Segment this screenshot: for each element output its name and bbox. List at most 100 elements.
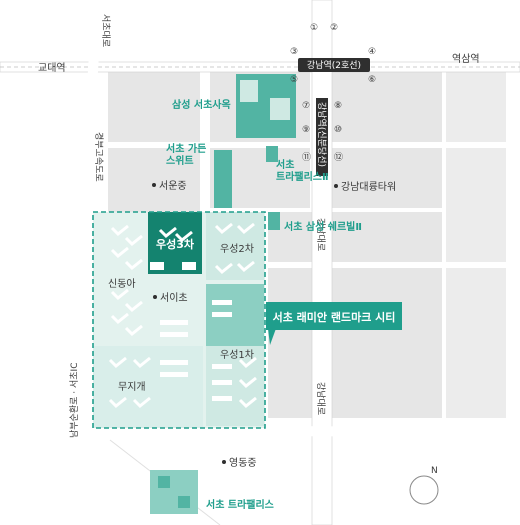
block-e4 bbox=[268, 268, 312, 418]
exit-label: ① bbox=[310, 23, 318, 33]
seoi-elementary-dot bbox=[153, 295, 157, 299]
building-mark bbox=[238, 376, 257, 389]
building-mark bbox=[236, 260, 255, 273]
building-bar bbox=[212, 364, 232, 369]
building-mark bbox=[110, 246, 129, 259]
label-seoun-middle: 서운중 bbox=[159, 180, 187, 192]
woosung2-block bbox=[206, 212, 264, 280]
building-bar bbox=[160, 332, 188, 337]
label-gyodae-station: 교대역 bbox=[38, 62, 66, 74]
compass-label: N bbox=[431, 466, 438, 476]
building-mark bbox=[110, 224, 129, 237]
trapalace-tower-a bbox=[158, 476, 170, 488]
building-mark bbox=[124, 324, 143, 337]
label-cherevill: 서초 삼성 쉐르빌Ⅱ bbox=[284, 220, 362, 233]
building-bar bbox=[212, 312, 232, 317]
label-seocho-ro: 서초대로 bbox=[100, 14, 111, 47]
building-bar bbox=[150, 262, 164, 270]
exit-label: ⑫ bbox=[334, 152, 343, 163]
block-ne bbox=[332, 72, 442, 142]
gyeongbu-expressway-road bbox=[67, 19, 101, 431]
cherevill-building bbox=[268, 212, 280, 230]
building-mark bbox=[238, 396, 257, 409]
building-mark bbox=[124, 300, 143, 313]
label-shindonga: 신동아 bbox=[108, 278, 136, 290]
exit-label: ② bbox=[330, 23, 338, 33]
label-woosung2: 우성2차 bbox=[220, 243, 254, 255]
station-exits: ① ② ③ ④ ⑤ ⑥ ⑦ ⑧ ⑨ ⑩ ⑪ ⑫ bbox=[290, 23, 376, 163]
shinbundang-line bbox=[316, 98, 328, 176]
compass-needle-icon bbox=[420, 478, 428, 502]
exit-label: ⑧ bbox=[334, 101, 342, 111]
building-bar bbox=[212, 300, 232, 305]
seoun-middle-dot bbox=[152, 183, 156, 187]
compass-ring bbox=[409, 475, 439, 505]
block-far-ne bbox=[446, 72, 506, 142]
building-mark bbox=[238, 356, 257, 369]
trapalace-tower-b bbox=[178, 496, 190, 508]
block-e3 bbox=[332, 212, 442, 262]
callout: 서초 래미안 랜드마크 시티 bbox=[266, 302, 402, 345]
yeongdong-middle-dot bbox=[222, 460, 226, 464]
samsung-tower-a bbox=[240, 80, 258, 102]
building-mark bbox=[236, 222, 255, 235]
label-gangnam-daero-upper: 강남대로 bbox=[315, 218, 326, 251]
building-mark bbox=[108, 356, 127, 369]
label-gangnam-tower: 강남대륭타워 bbox=[341, 180, 396, 193]
building-bar bbox=[160, 360, 188, 365]
block-e bbox=[332, 148, 442, 208]
block-w bbox=[108, 148, 200, 212]
building-bar bbox=[160, 320, 188, 325]
landmark-buildings bbox=[150, 74, 296, 514]
trapalace2-building bbox=[266, 146, 278, 162]
gangnam-tower-dot bbox=[334, 184, 338, 188]
building-mark bbox=[124, 234, 143, 247]
site-boundary bbox=[92, 211, 266, 429]
building-mark bbox=[214, 222, 233, 235]
label-woosung1: 우성1차 bbox=[220, 349, 254, 361]
building-mark bbox=[108, 396, 127, 409]
exit-label: ⑥ bbox=[368, 75, 376, 85]
apartment-bars bbox=[150, 262, 232, 401]
label-seoi-elementary: 서이초 bbox=[160, 292, 188, 304]
block-e5 bbox=[332, 268, 442, 418]
building-mark bbox=[124, 258, 143, 271]
building-mark bbox=[214, 262, 233, 275]
building-bar bbox=[160, 372, 188, 377]
label-gangnam-station: 강남역(2호선) bbox=[307, 60, 361, 71]
trapalace-building bbox=[150, 470, 198, 514]
building-mark bbox=[158, 226, 177, 239]
exit-label: ⑤ bbox=[290, 75, 298, 85]
gangnam-daero-road bbox=[311, 0, 333, 525]
exit-label: ⑨ bbox=[302, 125, 310, 135]
block-nw bbox=[108, 72, 200, 142]
building-mark bbox=[132, 396, 151, 409]
building-bar bbox=[182, 262, 196, 270]
label-yeoksam-station: 역삼역 bbox=[452, 53, 480, 65]
callout-box bbox=[266, 302, 402, 330]
building-mark bbox=[174, 230, 193, 243]
compass: N bbox=[409, 466, 439, 505]
label-yeongdong-middle: 영동중 bbox=[229, 457, 257, 469]
city-blocks bbox=[108, 72, 506, 418]
subway bbox=[298, 58, 370, 176]
garden-suite-building bbox=[214, 150, 232, 208]
label-nambu-ro: 남부순환로 · 서초IC bbox=[68, 363, 80, 438]
samsung-tower-b bbox=[270, 98, 290, 120]
label-mujigae: 무지개 bbox=[118, 381, 146, 393]
label-trapalace: 서초 트라팰리스 bbox=[206, 498, 274, 511]
building-mark bbox=[132, 356, 151, 369]
callout-label: 서초 래미안 랜드마크 시티 bbox=[273, 310, 396, 324]
gangnam-station-box bbox=[298, 58, 370, 72]
exit-label: ③ bbox=[290, 47, 298, 57]
southern-road bbox=[0, 425, 520, 437]
building-bar bbox=[212, 396, 232, 401]
label-shinbundang-station: 강남역(신분당선) bbox=[316, 102, 327, 167]
label-gyeongbu-expressway: 경부고속도로 bbox=[93, 132, 105, 182]
exit-label: ⑩ bbox=[334, 125, 342, 135]
exit-label: ④ bbox=[368, 47, 376, 57]
